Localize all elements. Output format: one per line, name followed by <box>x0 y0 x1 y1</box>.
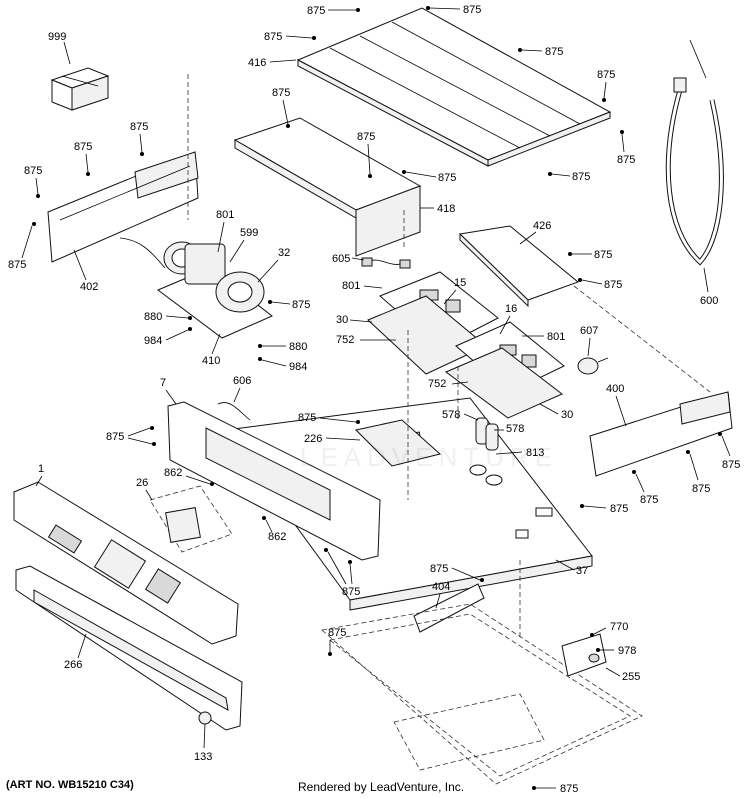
art-number: (ART NO. WB15210 C34) <box>6 779 134 791</box>
part-999-kit-box[interactable] <box>50 67 110 111</box>
part-605-wire-harness[interactable] <box>361 257 411 269</box>
callout-605: 605 <box>332 253 350 265</box>
part-1-control-panel[interactable] <box>13 481 239 645</box>
callout-578: 578 <box>506 423 524 435</box>
callout-875: 875 <box>342 586 360 598</box>
callout-999: 999 <box>48 31 66 43</box>
callout-875: 875 <box>692 483 710 495</box>
callout-400: 400 <box>606 383 624 395</box>
callout-30: 30 <box>336 314 348 326</box>
callout-226: 226 <box>304 433 322 445</box>
callout-875: 875 <box>106 431 124 443</box>
callout-875: 875 <box>307 5 325 17</box>
callout-606: 606 <box>233 375 251 387</box>
callout-30: 30 <box>561 409 573 421</box>
callout-15: 15 <box>454 277 466 289</box>
callout-578: 578 <box>442 409 460 421</box>
callout-875: 875 <box>292 299 310 311</box>
callout-875: 875 <box>328 627 346 639</box>
callout-862: 862 <box>268 531 286 543</box>
callout-984: 984 <box>289 361 307 373</box>
callout-607: 607 <box>580 325 598 337</box>
callout-426: 426 <box>533 220 551 232</box>
callout-875: 875 <box>298 412 316 424</box>
callout-875: 875 <box>430 563 448 575</box>
callout-752: 752 <box>336 334 354 346</box>
callout-875: 875 <box>357 131 375 143</box>
part-26-keypad-board[interactable] <box>149 485 233 553</box>
part-426-shield[interactable] <box>458 225 579 308</box>
rendered-by-credit: Rendered by LeadVenture, Inc. <box>298 780 465 794</box>
part-600-power-cable[interactable] <box>665 39 724 266</box>
part-607-sensor[interactable] <box>577 357 609 375</box>
part-133-plug[interactable] <box>198 711 212 725</box>
callout-418: 418 <box>437 203 455 215</box>
callout-26: 26 <box>136 477 148 489</box>
callout-875: 875 <box>640 494 658 506</box>
callout-801: 801 <box>216 209 234 221</box>
watermark: LEADVENTURE <box>300 442 558 472</box>
callout-266: 266 <box>64 659 82 671</box>
callout-875: 875 <box>264 31 282 43</box>
part-bottom-plate[interactable] <box>321 603 643 785</box>
callout-7: 7 <box>160 377 166 389</box>
callout-984: 984 <box>144 335 162 347</box>
callout-600: 600 <box>700 295 718 307</box>
part-402-duct-panel[interactable] <box>47 151 199 263</box>
callout-875: 875 <box>438 172 456 184</box>
callout-801: 801 <box>342 280 360 292</box>
callout-875: 875 <box>604 279 622 291</box>
part-410-blower-assembly[interactable] <box>119 237 273 339</box>
part-606-wire-harness[interactable] <box>217 402 251 421</box>
callout-770: 770 <box>610 621 628 633</box>
callout-875: 875 <box>74 141 92 153</box>
callout-404: 404 <box>432 581 450 593</box>
callout-875: 875 <box>617 154 635 166</box>
callout-32: 32 <box>278 247 290 259</box>
callout-875: 875 <box>545 46 563 58</box>
callout-875: 875 <box>610 503 628 515</box>
part-416-top-panel[interactable] <box>296 7 612 167</box>
callout-752: 752 <box>428 378 446 390</box>
callout-978: 978 <box>618 645 636 657</box>
callout-875: 875 <box>8 259 26 271</box>
alignment-guides <box>187 74 711 640</box>
callout-255: 255 <box>622 671 640 683</box>
callout-875: 875 <box>272 87 290 99</box>
callout-862: 862 <box>164 467 182 479</box>
part-226-access-cover[interactable] <box>354 419 442 467</box>
callout-416: 416 <box>248 57 266 69</box>
part-7-control-frame[interactable] <box>167 401 381 561</box>
part-418-inner-cover[interactable] <box>233 117 422 257</box>
part-578-capacitor[interactable] <box>475 417 499 451</box>
callout-133: 133 <box>194 751 212 763</box>
callout-875: 875 <box>463 4 481 16</box>
callout-875: 875 <box>572 171 590 183</box>
callout-875: 875 <box>24 165 42 177</box>
callout-410: 410 <box>202 355 220 367</box>
callout-875: 875 <box>722 459 740 471</box>
callout-402: 402 <box>80 281 98 293</box>
callout-1: 1 <box>38 463 44 475</box>
callout-880: 880 <box>144 311 162 323</box>
callout-labels: 999 875 875 875 416 875 875 875 875 875 … <box>8 4 740 795</box>
callout-813: 813 <box>526 447 544 459</box>
callout-875: 875 <box>594 249 612 261</box>
callout-16: 16 <box>505 303 517 315</box>
callout-875: 875 <box>560 783 578 795</box>
callout-599: 599 <box>240 227 258 239</box>
part-255-terminal-block[interactable] <box>561 633 607 677</box>
callout-801: 801 <box>547 331 565 343</box>
part-37-main-chassis[interactable] <box>225 397 593 611</box>
callout-880: 880 <box>289 341 307 353</box>
part-400-side-panel[interactable] <box>589 391 733 477</box>
callout-875: 875 <box>130 121 148 133</box>
part-30-board-tray-right[interactable] <box>445 347 563 419</box>
part-266-trim-strip[interactable] <box>15 565 243 731</box>
callout-37: 37 <box>576 565 588 577</box>
callout-875: 875 <box>597 69 615 81</box>
